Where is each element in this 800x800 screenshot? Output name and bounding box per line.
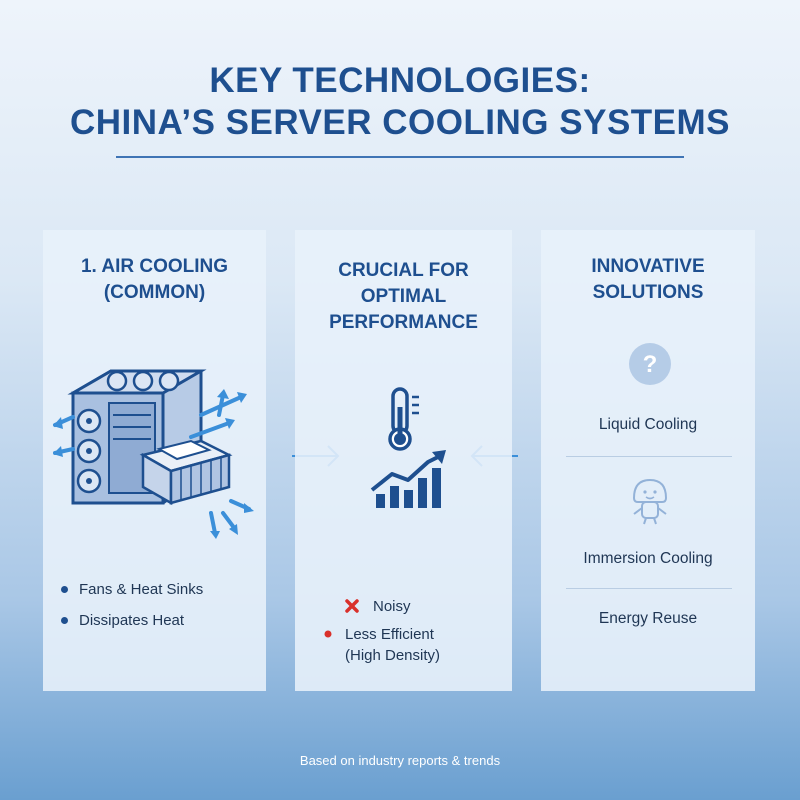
- innovative-divider-2: [566, 588, 732, 589]
- item-liquid-cooling: Liquid Cooling: [598, 416, 698, 433]
- page-title: KEY TECHNOLOGIES: CHINA’S SERVER COOLING…: [0, 60, 800, 144]
- x-mark-icon: [345, 599, 359, 613]
- crucial-heading-line-2: OPTIMAL: [360, 286, 447, 307]
- item-immersion-cooling: Immersion Cooling: [583, 550, 713, 567]
- red-dot-icon: [324, 630, 332, 638]
- con-noisy: Noisy: [373, 598, 411, 615]
- con-less-efficient: Less Efficient (High Density): [345, 624, 440, 666]
- con-less-efficient-line-1: Less Efficient: [345, 626, 434, 643]
- item-energy-reuse: Energy Reuse: [598, 610, 698, 627]
- air-cooling-heading: 1. AIR COOLING (COMMON): [43, 254, 266, 306]
- crucial-heading-line-1: CRUCIAL FOR: [338, 260, 469, 281]
- con-less-efficient-line-2: (High Density): [345, 647, 441, 664]
- bullet-dissipates-heat: Dissipates Heat: [59, 605, 203, 636]
- innovative-heading-line-1: INNOVATIVE: [591, 256, 705, 277]
- thermometer-icon: [388, 387, 419, 451]
- crucial-heading: CRUCIAL FOR OPTIMAL PERFORMANCE: [295, 258, 512, 336]
- footnote: Based on industry reports & trends: [299, 753, 501, 768]
- title-line-1: KEY TECHNOLOGIES:: [209, 61, 591, 100]
- innovative-panel: INNOVATIVE SOLUTIONS ? Liquid Cooling Im…: [541, 230, 755, 691]
- svg-text:?: ?: [643, 351, 658, 378]
- crucial-panel: CRUCIAL FOR OPTIMAL PERFORMANCE Noisy Le…: [295, 230, 512, 691]
- mushroom-character-icon: [632, 478, 668, 525]
- innovative-divider-1: [566, 456, 732, 457]
- air-cooling-bullets: Fans & Heat Sinks Dissipates Heat: [59, 574, 203, 636]
- innovative-heading: INNOVATIVE SOLUTIONS: [541, 254, 755, 306]
- crucial-heading-line-3: PERFORMANCE: [329, 312, 478, 333]
- air-heading-line-2: (COMMON): [103, 282, 206, 303]
- title-line-2: CHINA’S SERVER COOLING SYSTEMS: [69, 103, 731, 142]
- innovative-heading-line-2: SOLUTIONS: [592, 282, 704, 303]
- air-cooling-panel: 1. AIR COOLING (COMMON): [43, 230, 266, 691]
- question-icon: ?: [629, 343, 671, 385]
- air-heading-line-1: 1. AIR COOLING: [80, 256, 229, 277]
- title-divider: [116, 156, 684, 158]
- server-fan-unit-icon: [53, 369, 254, 539]
- bullet-fans-heat-sinks: Fans & Heat Sinks: [59, 574, 203, 605]
- growth-chart-icon: [370, 450, 446, 508]
